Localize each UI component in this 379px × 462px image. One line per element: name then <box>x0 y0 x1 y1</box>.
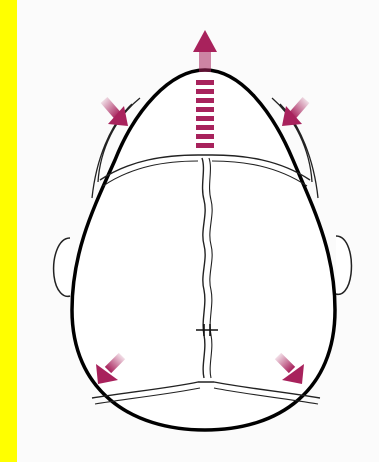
arrow-down-right-left-icon <box>104 100 128 126</box>
right-ear <box>336 236 351 294</box>
yellow-frame-bar <box>0 0 17 462</box>
diagram-canvas <box>17 0 379 462</box>
arrow-up-icon <box>193 30 217 72</box>
skull-diagram <box>17 0 379 462</box>
left-ear <box>54 238 70 296</box>
arrow-down-left-right-icon <box>282 100 306 126</box>
